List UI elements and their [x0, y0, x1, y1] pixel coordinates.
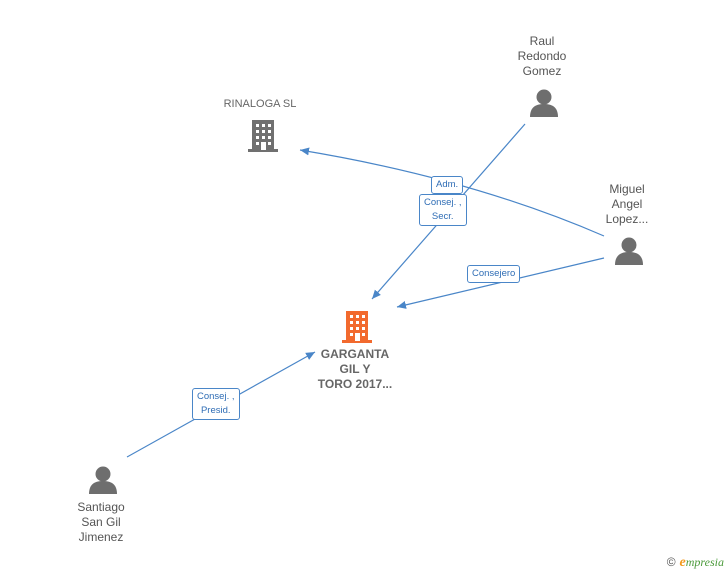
person-icon-miguel [615, 237, 643, 265]
edge-label-consejero[interactable]: Consejero [467, 265, 521, 283]
node-label-line: Jimenez [78, 530, 124, 544]
person-icon-santiago [89, 466, 117, 494]
node-label-line: TORO 2017... [317, 377, 393, 391]
node-label-line: GARGANTA [320, 347, 390, 361]
building-icon-focus [342, 311, 372, 343]
node-label-line: Gomez [522, 64, 562, 78]
node-label-line: Raul [529, 34, 555, 48]
brand-initial: e [679, 555, 686, 570]
copyright-symbol: © [666, 555, 676, 569]
node-label-raul[interactable]: Raul Redondo Gomez [487, 34, 597, 79]
node-label-garganta[interactable]: GARGANTA GIL Y TORO 2017... [300, 347, 410, 392]
node-label-line: Lopez... [605, 212, 649, 226]
node-label-miguel[interactable]: Miguel Angel Lopez... [572, 182, 682, 227]
building-icon [248, 118, 278, 152]
edge-label-line: Consej. , [197, 391, 235, 402]
node-label-line: Santiago [77, 500, 125, 514]
node-label-line: Miguel [609, 182, 645, 196]
node-label-line: Angel [611, 197, 643, 211]
brand-footer: ©empresia [667, 555, 724, 571]
node-label-line: San Gil [81, 515, 121, 529]
node-label-santiago[interactable]: Santiago San Gil Jimenez [46, 500, 156, 545]
node-label-line: Redondo [517, 49, 567, 63]
edge-label-consej-presid[interactable]: Consej. , Presid. [192, 388, 240, 420]
node-label-line: GIL Y [339, 362, 371, 376]
edge-label-line: Consej. , [424, 197, 462, 208]
edge-label-line: Secr. [431, 211, 454, 222]
node-label-rinaloga[interactable]: RINALOGA SL [223, 98, 297, 110]
edge-label-line: Presid. [200, 405, 231, 416]
edge-label-consej-secr[interactable]: Consej. , Secr. [419, 194, 467, 226]
person-icon-raul [530, 89, 558, 117]
edge-label-adm[interactable]: Adm. [431, 176, 464, 194]
brand-name: mpresia [685, 555, 724, 569]
